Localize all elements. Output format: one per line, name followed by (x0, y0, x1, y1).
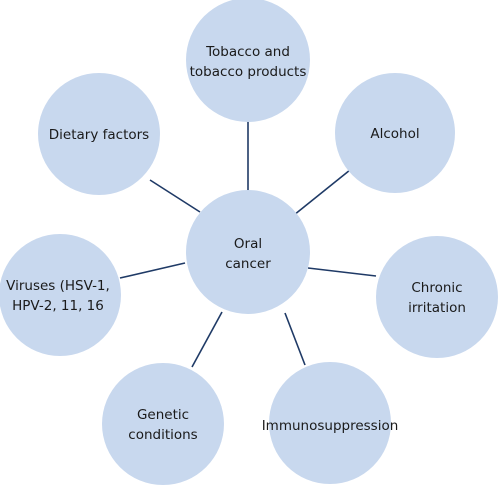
connector-genetic-conditions (191, 311, 223, 368)
node-genetic-conditions: Genetic conditions (102, 363, 224, 485)
node-label-line2: HPV-2, 11, 16 (12, 298, 104, 314)
node-circle (269, 362, 391, 484)
connector-dietary-factors (149, 179, 201, 213)
node-label-line1: Viruses (HSV-1, (6, 278, 110, 294)
node-label-line2: irritation (408, 300, 466, 316)
connectors (119, 120, 377, 368)
node-circle (0, 234, 121, 356)
node-immunosuppression: Immunosuppression (262, 362, 399, 484)
node-dietary-factors: Dietary factors (38, 73, 160, 195)
connector-viruses (119, 262, 186, 279)
node-circle (38, 73, 160, 195)
node-label-line2: conditions (128, 427, 197, 443)
center-circle (186, 190, 310, 314)
node-circle (376, 236, 498, 358)
node-label-line1: Dietary factors (49, 127, 149, 143)
node-alcohol: Alcohol (335, 73, 455, 193)
connector-alcohol (293, 169, 351, 216)
node-label-line1: Genetic (137, 407, 189, 423)
node-label-line1: Tobacco and (205, 44, 290, 60)
node-label-line1: Chronic (411, 280, 462, 296)
node-chronic-irritation: Chronic irritation (376, 236, 498, 358)
node-tobacco: Tobacco and tobacco products (186, 0, 310, 122)
node-label-line1: Immunosuppression (262, 418, 399, 434)
node-viruses: Viruses (HSV-1, HPV-2, 11, 16 (0, 234, 121, 356)
node-circle (335, 73, 455, 193)
node-circle (186, 0, 310, 122)
node-label-line1: Alcohol (370, 126, 419, 142)
node-center-oral-cancer: Oral cancer (186, 190, 310, 314)
node-label-line2: tobacco products (190, 64, 307, 80)
center-label-line1: Oral (234, 236, 262, 252)
connector-immunosuppression (284, 312, 306, 366)
connector-chronic-irritation (307, 267, 377, 277)
center-label-line2: cancer (225, 256, 271, 272)
node-circle (102, 363, 224, 485)
